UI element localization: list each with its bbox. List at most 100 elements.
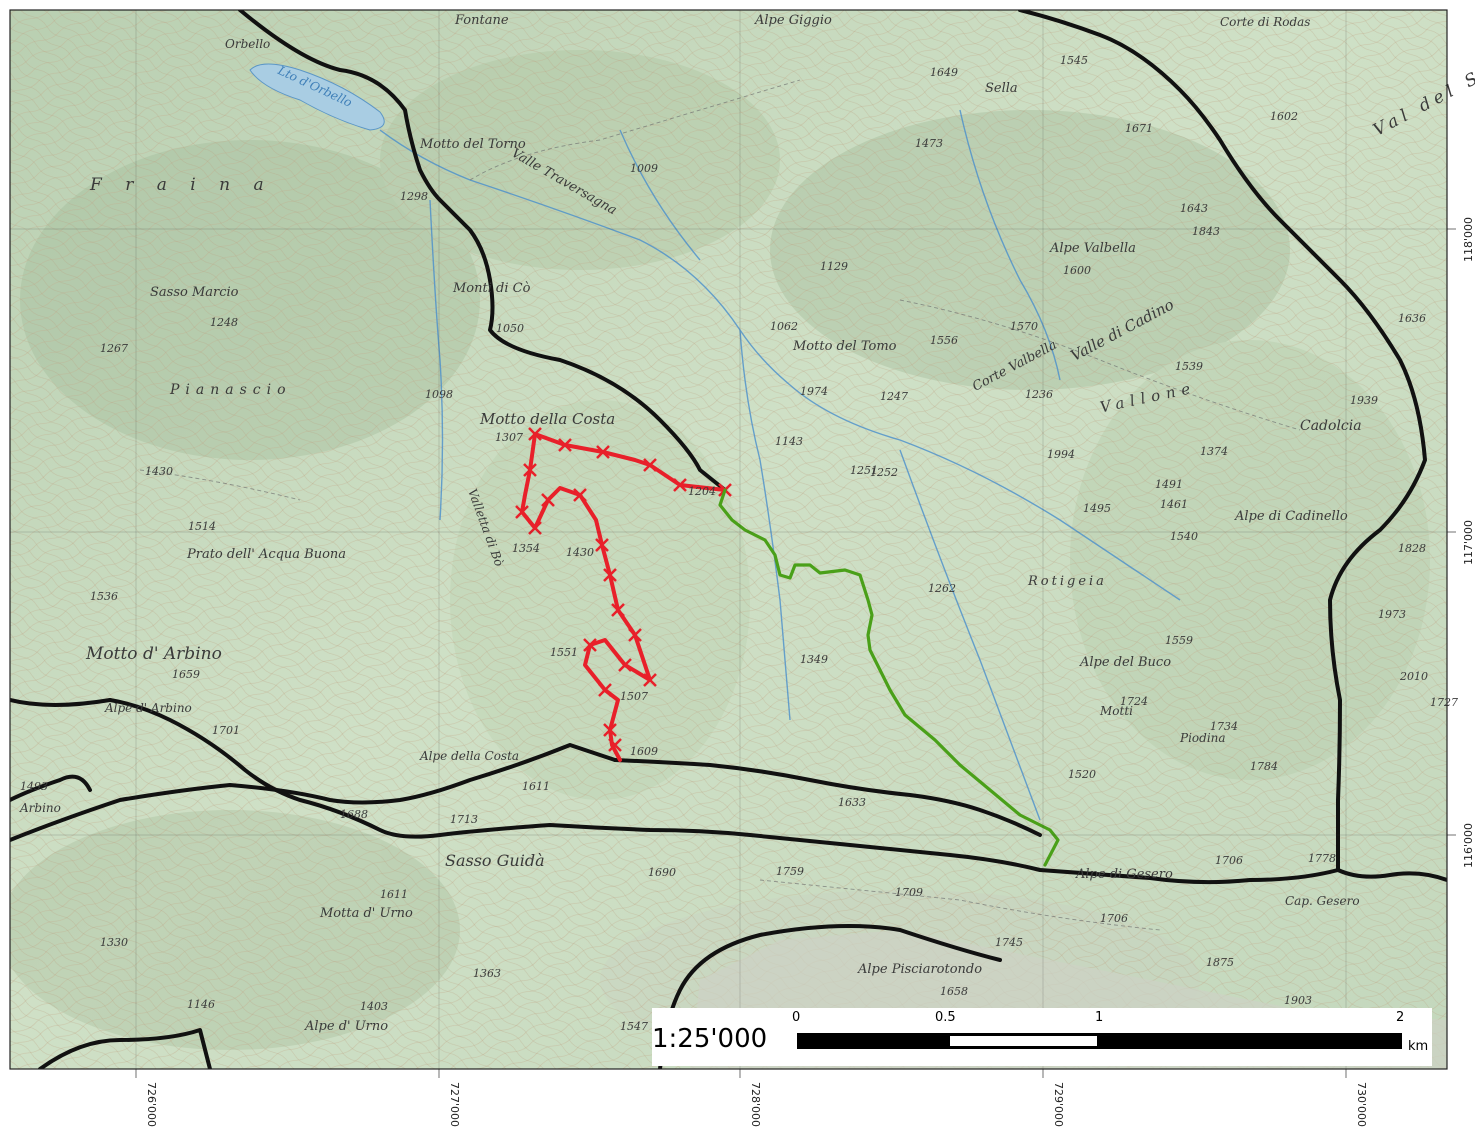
label-motto-del-torno: Motto del Torno <box>419 137 526 152</box>
spot-height: 1540 <box>1170 530 1198 543</box>
spot-height: 1251 <box>850 464 878 477</box>
spot-height: 1633 <box>838 796 866 809</box>
x-coord-730000: 730'000 <box>1355 1082 1368 1127</box>
spot-heights: 1307 1354 1430 1551 1507 1609 1611 1633 … <box>20 54 1458 1033</box>
scale-unit: km <box>1408 1039 1428 1054</box>
label-alpe-pisciarotondo: Alpe Pisciarotondo <box>857 962 982 977</box>
boundary-lines <box>10 10 1447 1069</box>
label-sasso-guida: Sasso Guidà <box>445 851 545 870</box>
spot-height: 1349 <box>800 653 828 666</box>
scale-ratio: 1:25'000 <box>652 1024 767 1054</box>
spot-height: 1262 <box>928 582 956 595</box>
spot-height: 1559 <box>1165 634 1193 647</box>
spot-height: 1248 <box>210 316 238 329</box>
spot-height: 1547 <box>620 1020 648 1033</box>
spot-height: 1267 <box>100 342 128 355</box>
label-cap-gesero: Cap. Gesero <box>1285 894 1360 908</box>
spot-height: 1473 <box>915 137 943 150</box>
spot-height: 1974 <box>800 385 828 398</box>
label-cadolcia: Cadolcia <box>1300 418 1362 434</box>
spot-height: 1690 <box>648 866 676 879</box>
spot-height: 1570 <box>1010 320 1038 333</box>
trails <box>139 79 1301 931</box>
label-motti: Motti <box>1099 704 1133 718</box>
spot-height: 1602 <box>1270 110 1298 123</box>
spot-height: 1247 <box>880 390 908 403</box>
label-motto-d-arbino: Motto d' Arbino <box>85 644 222 664</box>
spot-height: 1129 <box>820 260 848 273</box>
spot-height: 1146 <box>187 998 215 1011</box>
spot-height: 1374 <box>1200 445 1228 458</box>
label-alpe-d-arbino: Alpe d' Arbino <box>104 701 192 715</box>
label-alpe-d-urno: Alpe d' Urno <box>304 1019 388 1034</box>
spot-height: 1727 <box>1430 696 1458 709</box>
spot-height: 1611 <box>522 780 550 793</box>
spot-height: 1778 <box>1308 852 1336 865</box>
label-motto-della-costa: Motto della Costa <box>479 410 615 428</box>
label-sella: Sella <box>985 81 1018 96</box>
spot-height: 1659 <box>172 668 200 681</box>
route-red <box>515 427 732 762</box>
spot-height: 1903 <box>1284 994 1312 1007</box>
spot-height: 1745 <box>995 936 1023 949</box>
spot-height: 1636 <box>1398 312 1426 325</box>
spot-height: 1098 <box>425 388 453 401</box>
spot-height: 1536 <box>90 590 118 603</box>
spot-height: 1495 <box>1083 502 1111 515</box>
x-coord-729000: 729'000 <box>1052 1082 1065 1127</box>
spot-height: 1143 <box>775 435 803 448</box>
spot-height: 1493 <box>20 780 48 793</box>
spot-height: 1252 <box>870 466 898 479</box>
spot-height: 1009 <box>630 162 658 175</box>
x-coord-728000: 728'000 <box>749 1082 762 1127</box>
spot-height: 1843 <box>1192 225 1220 238</box>
spot-height: 1828 <box>1398 542 1426 555</box>
spot-height: 1520 <box>1068 768 1096 781</box>
label-monti-di-co: Monti di Cò <box>452 281 531 296</box>
scale-tick-2: 2 <box>1396 1010 1404 1025</box>
label-alpe-della-costa: Alpe della Costa <box>419 749 519 763</box>
spot-height: 1204 <box>688 485 716 498</box>
spot-height: 1611 <box>380 888 408 901</box>
scale-tick-0: 0 <box>792 1010 800 1025</box>
scale-tick-0-5: 0.5 <box>935 1010 956 1025</box>
spot-height: 1403 <box>360 1000 388 1013</box>
spot-height: 1050 <box>496 322 524 335</box>
route-green <box>718 488 1060 867</box>
scale-box: 1:25'000 0 0.5 1 2 km <box>652 1008 1432 1066</box>
label-fraina: F r a i n a <box>89 175 273 195</box>
spot-height: 1236 <box>1025 388 1053 401</box>
lake-orbello <box>249 63 385 131</box>
label-sasso-marcio: Sasso Marcio <box>150 285 239 300</box>
y-coord-117000: 117'000 <box>1462 520 1475 565</box>
label-alpe-di-cadinello: Alpe di Cadinello <box>1234 509 1348 524</box>
x-coord-726000: 726'000 <box>145 1082 158 1127</box>
spot-height: 1939 <box>1350 394 1378 407</box>
spot-height: 1539 <box>1175 360 1203 373</box>
spot-height: 1713 <box>450 813 478 826</box>
spot-height: 1706 <box>1100 912 1128 925</box>
scale-tick-1: 1 <box>1095 1010 1103 1025</box>
spot-height: 1973 <box>1378 608 1406 621</box>
label-motto-del-tomo: Motto del Tomo <box>792 339 897 354</box>
spot-height: 1784 <box>1250 760 1278 773</box>
spot-height: 1514 <box>188 520 216 533</box>
streams <box>379 109 1181 821</box>
spot-height: 1363 <box>473 967 501 980</box>
label-alpe-giggio: Alpe Giggio <box>754 13 832 28</box>
spot-height: 1461 <box>1160 498 1188 511</box>
route-red-markers <box>515 427 732 752</box>
spot-height: 1688 <box>340 808 368 821</box>
label-arbino: Arbino <box>19 801 61 815</box>
map-frame <box>9 9 1448 1070</box>
label-fontane: Fontane <box>454 13 509 28</box>
label-orbello: Orbello <box>225 37 270 51</box>
label-piodina: Piodina <box>1179 731 1226 745</box>
spot-height: 1600 <box>1063 264 1091 277</box>
spot-height: 1759 <box>776 865 804 878</box>
spot-height: 1298 <box>400 190 428 203</box>
spot-height: 1507 <box>620 690 648 703</box>
spot-height: 1658 <box>940 985 968 998</box>
